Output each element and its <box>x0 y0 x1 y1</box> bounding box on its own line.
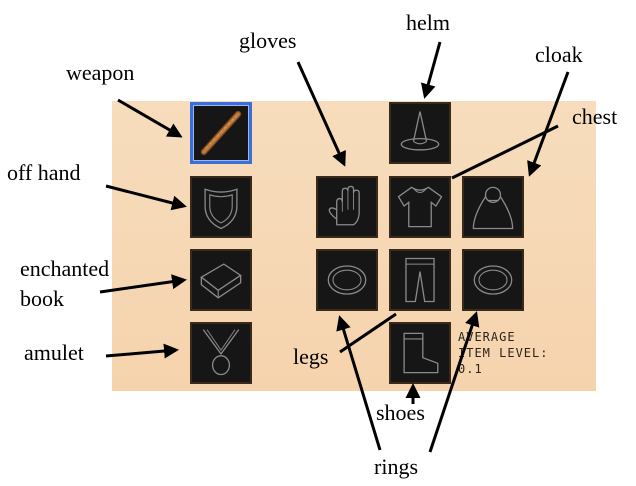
chest-slot[interactable] <box>389 176 451 238</box>
boot-icon <box>403 332 439 374</box>
weapon-label: weapon <box>66 60 135 85</box>
staff-icon <box>200 110 242 156</box>
average-label: Average <box>458 330 516 344</box>
ring-icon <box>327 265 367 295</box>
item-level-stats: Average Item level: 0.1 <box>458 329 548 377</box>
gloves-label: gloves <box>239 28 297 53</box>
amulet-slot[interactable] <box>190 322 252 384</box>
ring-slot-left[interactable] <box>316 249 378 311</box>
arrow-helm <box>420 41 442 99</box>
helm-slot[interactable] <box>389 102 451 164</box>
cloak-label: cloak <box>535 42 583 67</box>
shoes-slot[interactable] <box>389 322 451 384</box>
ring-icon <box>473 265 513 295</box>
cloak-slot[interactable] <box>462 176 524 238</box>
wizard-hat-icon <box>400 111 440 151</box>
glove-icon <box>328 185 360 226</box>
rings-label: rings <box>374 454 418 479</box>
pants-icon <box>405 257 435 303</box>
legs-slot[interactable] <box>389 249 451 311</box>
off-hand-slot[interactable] <box>190 176 252 238</box>
ring-slot-right[interactable] <box>462 249 524 311</box>
off-hand-label: off hand <box>7 160 81 185</box>
cloak-icon <box>472 186 514 230</box>
amulet-label: amulet <box>24 340 84 365</box>
legs-label: legs <box>293 344 329 369</box>
gloves-slot[interactable] <box>316 176 378 238</box>
enchanted-book-slot[interactable] <box>190 249 252 311</box>
shield-icon <box>204 188 238 230</box>
shirt-icon <box>397 186 443 228</box>
item-level-label: Item level: <box>458 346 549 360</box>
helm-label: helm <box>406 10 450 35</box>
book-label: book <box>20 286 64 311</box>
enchanted-label: enchanted <box>20 256 110 281</box>
chest-label: chest <box>572 104 618 129</box>
shoes-label: shoes <box>376 400 425 425</box>
book-icon <box>200 263 242 299</box>
weapon-slot[interactable] <box>190 102 252 164</box>
item-level-value: 0.1 <box>458 362 483 376</box>
amulet-icon <box>202 329 240 376</box>
